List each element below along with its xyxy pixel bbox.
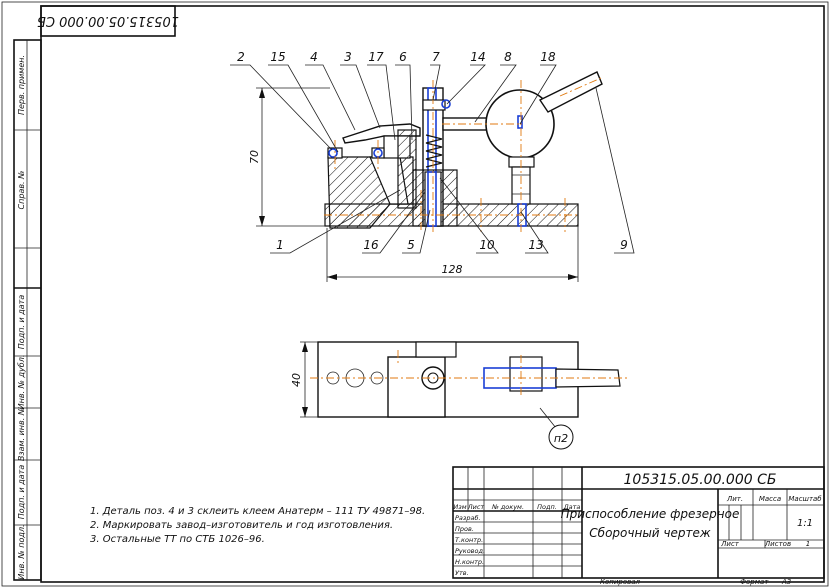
dim-height: 70 [248, 150, 261, 164]
tb-col-data: Дата [563, 503, 581, 511]
plan-view: 40 п2 [290, 341, 630, 450]
tb-scale-value: 1:1 [797, 518, 813, 529]
tb-row-tkontr: Т.контр. [455, 536, 483, 544]
strip-inv-dubl: Инв. № дубл. [17, 355, 26, 410]
note-3: 3. Остальные ТТ по СТБ 1026–96. [90, 534, 265, 545]
technical-notes: 1. Деталь поз. 4 и 3 склеить клеем Анате… [90, 506, 425, 545]
note-2: 2. Маркировать завод–изготовитель и год … [90, 520, 393, 531]
tb-col-podp: Подп. [537, 503, 557, 511]
tb-scale-label: Масштаб [788, 495, 822, 503]
callout-1: 1 [276, 238, 284, 252]
tb-name-line2: Сборочный чертеж [589, 526, 711, 540]
tb-col-izm: Изм [453, 503, 466, 511]
callout-7: 7 [432, 50, 440, 64]
strip-vzam: Взам. инв. № [17, 407, 26, 461]
tb-col-ndokum: № докум. [491, 503, 524, 511]
footer-copied: Копировал [600, 578, 641, 586]
callout-5: 5 [407, 238, 415, 252]
title-block: 105315.05.00.000 СБ Приспособление фрезе… [452, 466, 825, 579]
callout-15: 15 [270, 50, 285, 64]
strip-perv-primen: Перв. примен. [17, 55, 26, 115]
tb-row-nkontr: Н.контр. [455, 558, 484, 566]
tb-name-line1: Приспособление фрезерное [561, 507, 740, 521]
handle [538, 71, 603, 113]
callout-2: 2 [237, 50, 245, 64]
callout-8: 8 [504, 50, 512, 64]
tb-designation: 105315.05.00.000 СБ [624, 472, 777, 488]
strip-sprav: Справ. № [17, 171, 26, 210]
tb-row-rukovod: Руковод. [455, 547, 485, 555]
callout-14: 14 [470, 50, 485, 64]
callout-10: 10 [479, 238, 495, 252]
dim-width: 128 [442, 263, 463, 276]
top-left-stamp-text: 105315.05.00.000 СБ [37, 13, 179, 28]
footer-format-label: Формат [740, 578, 769, 586]
tb-sheets-value: 1 [806, 540, 810, 548]
dim-plan-width: 40 [290, 373, 303, 387]
tb-sheets-label: Листов [764, 540, 791, 548]
left-strip: Перв. примен. Справ. № Подп. и дата Инв.… [13, 39, 42, 581]
strip-podp2: Подп. и дата [17, 465, 26, 520]
view-label: п2 [554, 432, 568, 445]
tb-lit-label: Лит. [726, 495, 743, 503]
tb-sheet-label: Лист [720, 540, 740, 548]
callout-17: 17 [368, 50, 384, 64]
strip-podp1: Подп. и дата [17, 295, 26, 350]
note-1: 1. Деталь поз. 4 и 3 склеить клеем Анате… [90, 506, 425, 517]
callout-4: 4 [310, 50, 318, 64]
tb-mass-label: Масса [759, 495, 781, 503]
callout-13: 13 [528, 238, 543, 252]
tb-col-list: Лист [467, 503, 485, 511]
strip-inv-podl: Инв. № подл. [17, 524, 26, 579]
footer-format-value: А3 [781, 578, 791, 586]
callout-16: 16 [363, 238, 379, 252]
callout-3: 3 [344, 50, 352, 64]
callout-18: 18 [540, 50, 556, 64]
callout-9: 9 [620, 238, 628, 252]
tb-row-razrab: Разраб. [455, 514, 481, 522]
front-view: 70 128 2 15 4 3 17 6 7 14 8 1 [230, 50, 635, 282]
spring [425, 134, 443, 168]
top-left-stamp: 105315.05.00.000 СБ [37, 5, 179, 37]
tb-row-prov: Пров. [455, 525, 474, 533]
tb-row-utv: Утв. [455, 569, 469, 577]
callout-6: 6 [399, 50, 407, 64]
clamp-lever [342, 123, 421, 144]
